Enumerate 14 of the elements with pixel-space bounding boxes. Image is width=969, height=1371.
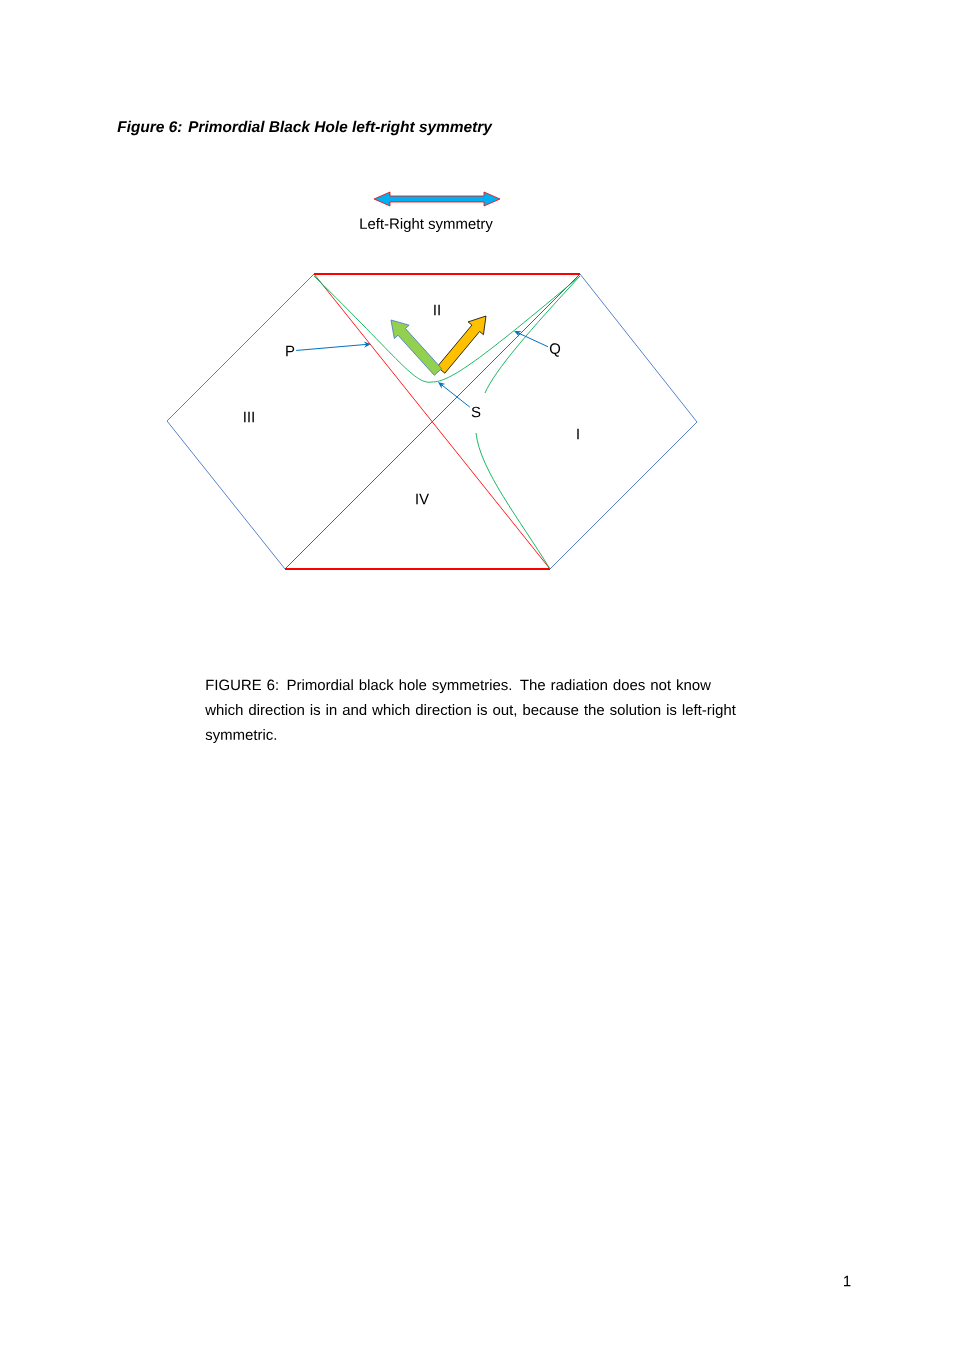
leader-line (295, 342, 371, 351)
region-label: IV (416, 493, 429, 505)
arrow-caption: Left-Right symmetry (360, 218, 493, 232)
leader-line (514, 331, 549, 348)
leader-line (438, 382, 471, 408)
page-number: 1 (844, 1275, 851, 1287)
point-label: Q (549, 343, 561, 357)
figure-caption: FIGURE 6: Primordial black hole symmetries. The radiation does not know which direction is in and which direction is out, because the solution is left-right symmetric. (205, 679, 736, 743)
point-label: S (471, 406, 481, 418)
region-label: I (577, 428, 579, 440)
region-label: II (434, 304, 440, 316)
figure-title: Figure 6: Primordial Black Hole left-right symmetry (117, 120, 493, 136)
point-label: P (286, 345, 295, 357)
region-label: III (244, 411, 254, 423)
